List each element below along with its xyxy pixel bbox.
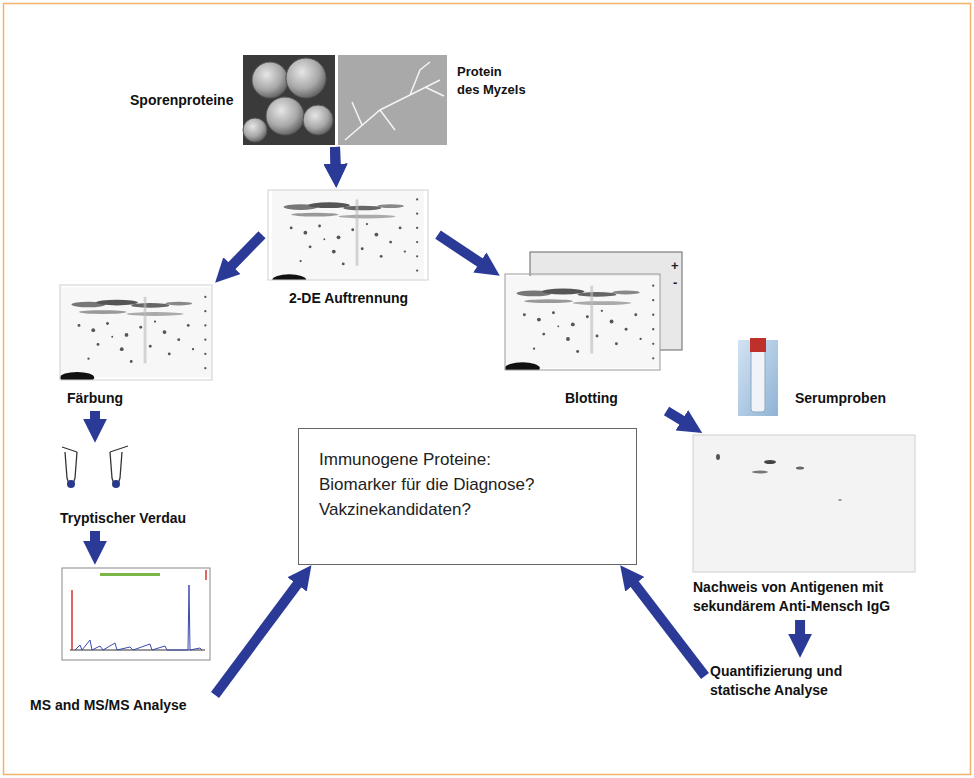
caption: Quantifizierung und statische Analyse — [710, 662, 865, 700]
flow-arrow — [215, 579, 301, 695]
image-caption: Serumproben — [735, 338, 889, 412]
flow-arrow — [795, 620, 805, 641]
flow-arrow — [630, 579, 705, 677]
image-caption: Färbung — [55, 283, 215, 411]
flow-arrow — [90, 531, 100, 548]
spore-image — [243, 55, 335, 145]
box-text: Immunogene Proteine: — [319, 447, 616, 472]
spectrum-image — [62, 568, 210, 660]
image-caption: Protein des Myzels — [335, 55, 530, 147]
caption: 2-DE Auftrennung — [262, 289, 435, 308]
stained-gel-image — [60, 285, 212, 383]
caption: Färbung — [55, 389, 135, 408]
caption: MS and MS/MS Analyse — [30, 696, 187, 715]
immunoblot-image — [693, 435, 915, 572]
flow-arrow — [227, 235, 262, 271]
box-text: Vakzinekandidaten? — [319, 497, 616, 522]
polarity-sign: - — [673, 276, 677, 289]
image-caption: Sporenproteine — [125, 55, 335, 147]
caption: Nachweis von Antigenen mit sekundärem An… — [693, 578, 925, 616]
serum-tube-image — [738, 338, 778, 416]
gel-image — [268, 190, 428, 286]
image-caption: Blotting — [500, 252, 685, 411]
caption: Blotting — [565, 389, 618, 408]
frame — [4, 4, 971, 775]
flow-arrow — [330, 147, 341, 171]
flow-arrow — [438, 235, 486, 267]
flow-arrow — [667, 411, 688, 424]
image-caption: Tryptischer Verdau — [55, 443, 200, 531]
tube-image — [62, 446, 128, 488]
result-box: Immunogene Proteine:Biomarker für die Di… — [298, 428, 637, 565]
image-caption: 2-DE Auftrennung — [262, 188, 438, 311]
flow-arrow — [330, 147, 341, 171]
caption: Serumproben — [795, 389, 886, 408]
polarity-sign: + — [671, 259, 679, 272]
caption: Sporenproteine — [130, 91, 233, 110]
image-caption: Nachweis von Antigenen mit sekundärem An… — [688, 433, 928, 620]
flow-arrow — [90, 411, 100, 426]
mycelium-image — [338, 55, 447, 145]
box-text: Biomarker für die Diagnose? — [319, 472, 616, 497]
blot-image — [505, 252, 682, 374]
caption: Protein des Myzels — [457, 63, 527, 98]
caption: Tryptischer Verdau — [60, 509, 186, 528]
image-caption: MS and MS/MS Analyse — [28, 565, 215, 718]
process-caption: Quantifizierung und statische Analyse — [705, 658, 870, 703]
